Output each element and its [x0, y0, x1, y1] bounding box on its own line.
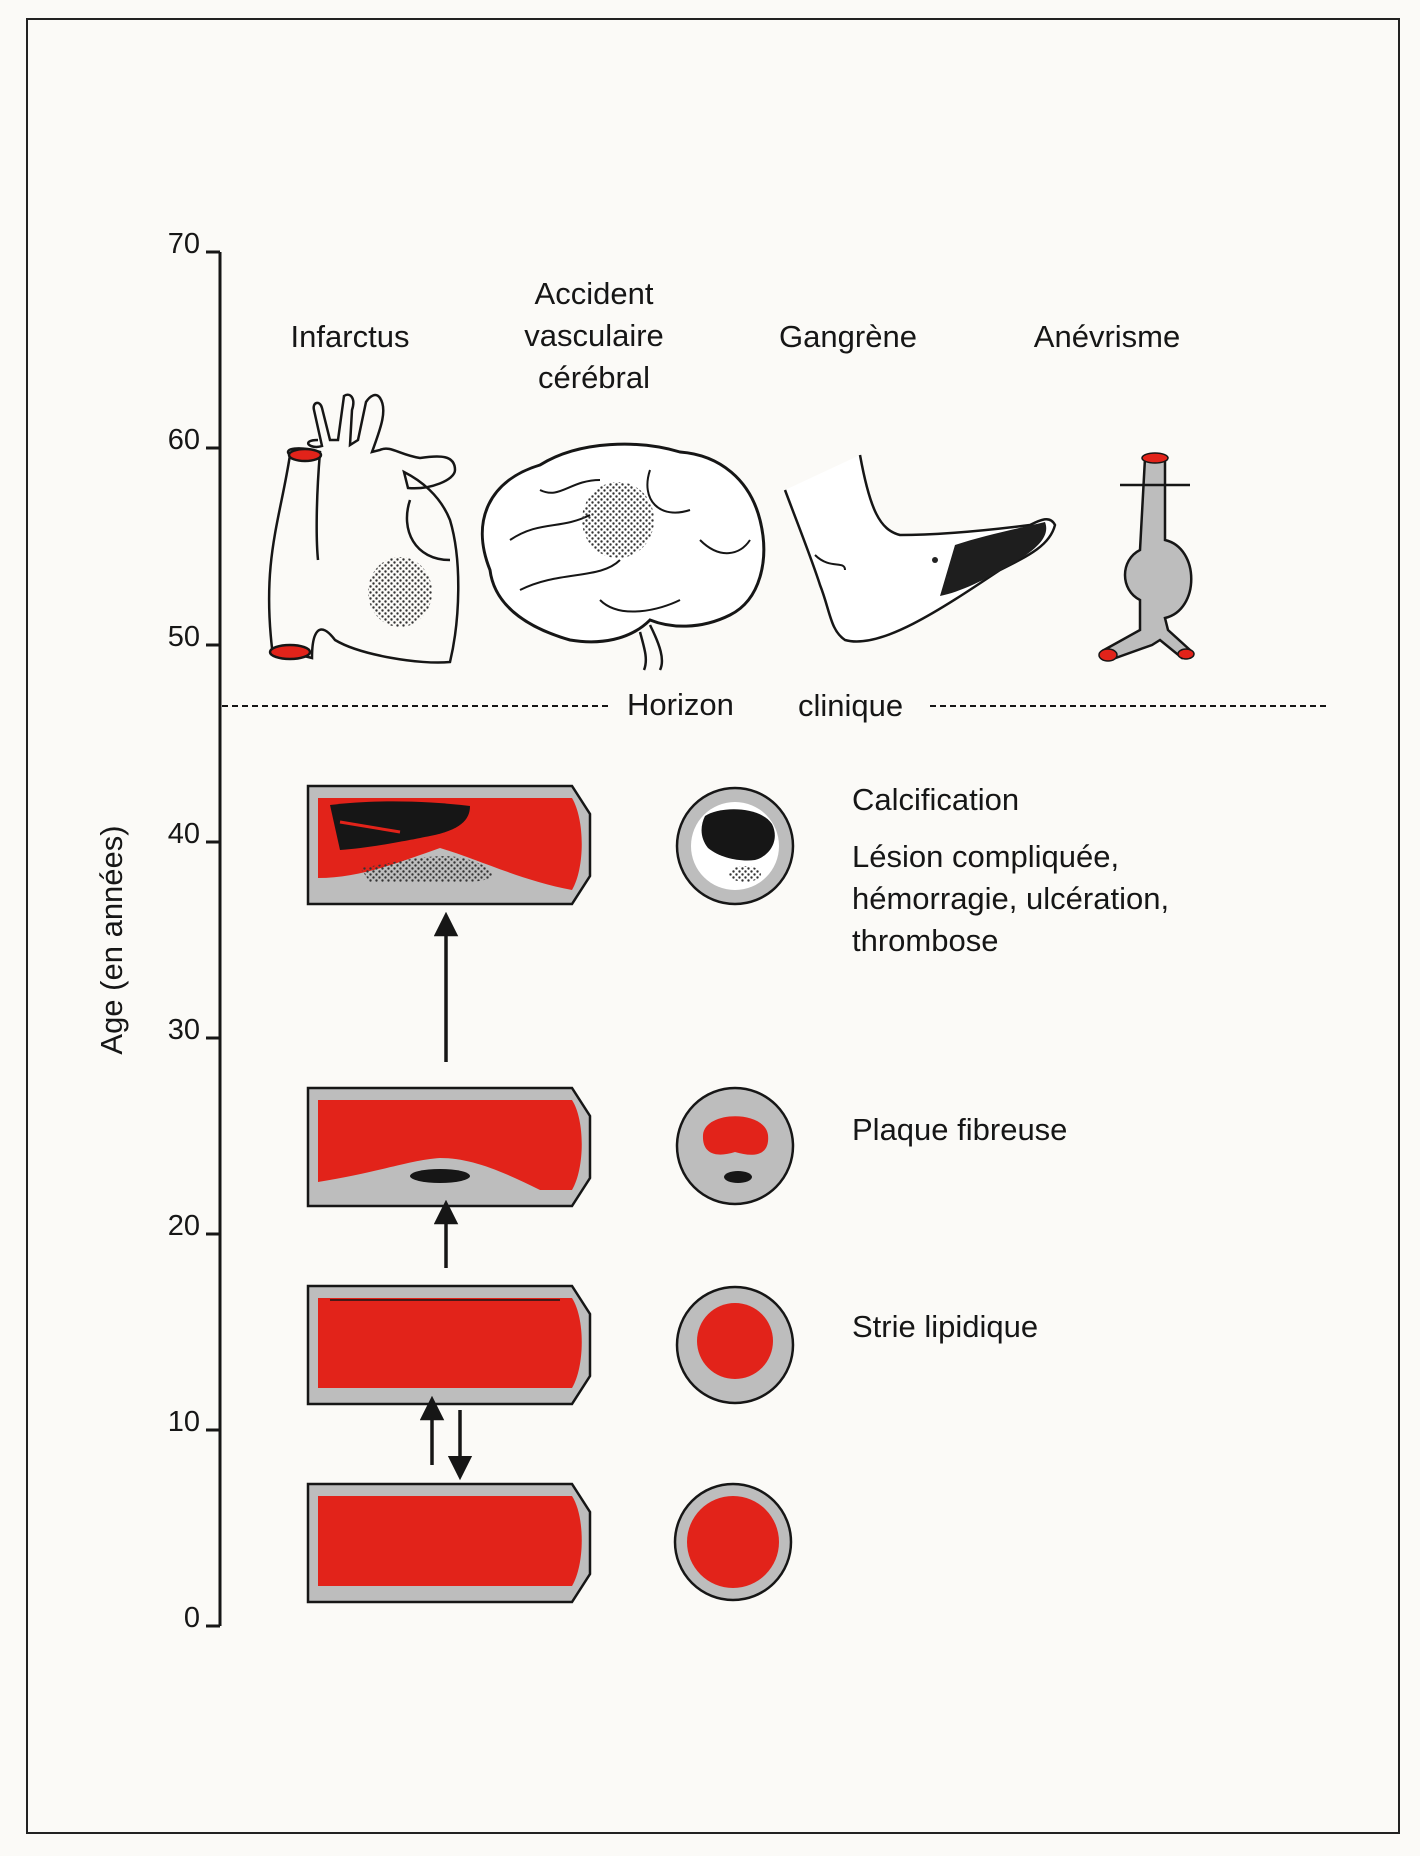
horizon-word-2: clinique [798, 688, 904, 723]
tick-50: 50 [167, 621, 200, 653]
brain-illustration [480, 442, 766, 671]
label-gangrene: Gangrène [779, 319, 917, 354]
section-normal [673, 1482, 793, 1602]
label-lesion-1: Lésion compliquée, [852, 839, 1120, 874]
tick-30: 30 [167, 1014, 200, 1046]
label-infarctus: Infarctus [290, 319, 410, 354]
foot-illustration [783, 454, 1057, 643]
figure-frame [26, 18, 1400, 1834]
section-calcification [675, 786, 795, 906]
tick-0: 0 [183, 1602, 200, 1634]
vessel-strie [306, 1284, 592, 1406]
section-plaque [675, 1086, 795, 1206]
tick-40: 40 [167, 818, 200, 850]
heart-illustration [267, 393, 460, 664]
aorta-illustration [1098, 452, 1195, 662]
label-lesion-2: hémorragie, ulcération, [852, 881, 1170, 916]
tick-20: 20 [167, 1210, 200, 1242]
age-axis [206, 250, 222, 1628]
label-avc-1: Accident [534, 276, 654, 311]
section-strie [675, 1285, 795, 1405]
label-strie: Strie lipidique [852, 1309, 1039, 1344]
axis-label: Age (en années) [94, 825, 129, 1055]
tick-70: 70 [167, 228, 200, 260]
infarct-zone [368, 557, 432, 627]
vessel-plaque [306, 1086, 592, 1208]
tick-10: 10 [167, 1406, 200, 1438]
label-plaque: Plaque fibreuse [852, 1112, 1068, 1147]
label-calcification: Calcification [852, 782, 1020, 817]
horizon-word-1: Horizon [627, 687, 734, 722]
tick-60: 60 [167, 424, 200, 456]
label-lesion-3: thrombose [852, 923, 999, 958]
label-avc-2: vasculaire [524, 318, 664, 353]
vessel-normal [306, 1482, 592, 1604]
label-avc-3: cérébral [538, 360, 650, 395]
progression-arrows [419, 911, 473, 1481]
vessel-calcification [306, 784, 592, 906]
label-anevrisme: Anévrisme [1033, 319, 1181, 354]
